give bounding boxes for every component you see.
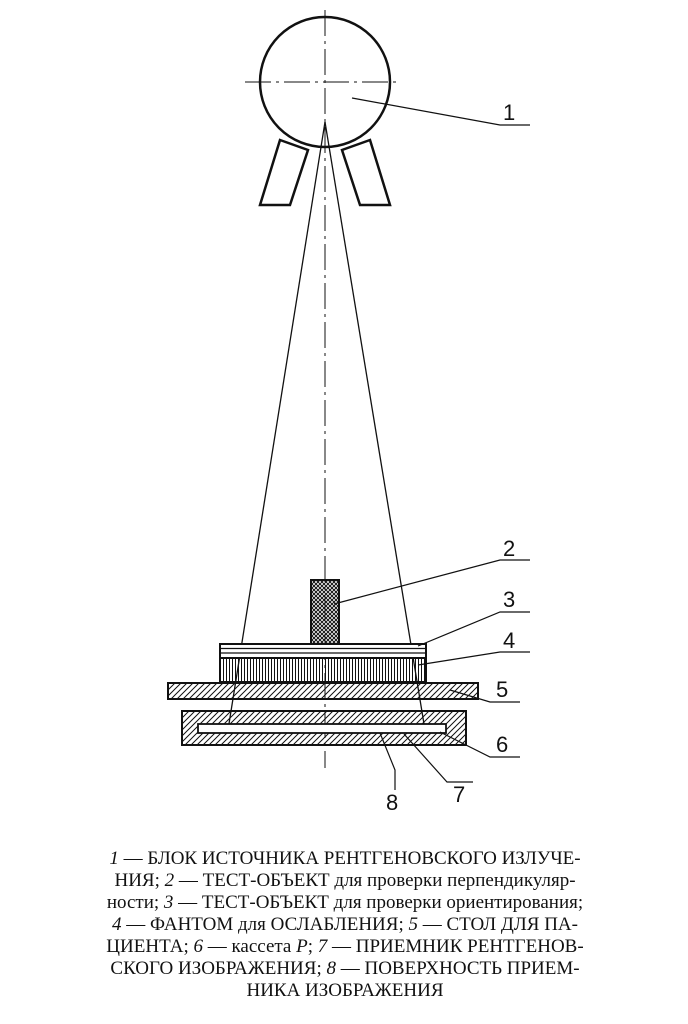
caption-text: — СТОЛ ДЛЯ ПА- bbox=[417, 914, 578, 935]
caption-line: НИКА ИЗОБРАЖЕНИЯ bbox=[30, 980, 660, 1002]
caption-text: — ФАНТОМ для ОСЛАБЛЕНИЯ; bbox=[121, 914, 409, 935]
caption-numeral: 4 bbox=[112, 914, 122, 935]
caption-line: 4 — ФАНТОМ для ОСЛАБЛЕНИЯ; 5 — СТОЛ ДЛЯ … bbox=[30, 914, 660, 936]
caption-text: СКОГО ИЗОБРАЖЕНИЯ; bbox=[110, 958, 327, 979]
attenuation-phantom bbox=[219, 657, 427, 683]
caption-text: НИКА ИЗОБРАЖЕНИЯ bbox=[246, 980, 444, 1001]
caption-text: ; bbox=[307, 936, 318, 957]
caption-numeral: 2 bbox=[164, 870, 175, 891]
patient-table bbox=[167, 682, 479, 700]
callout-2: 2 bbox=[503, 536, 515, 561]
xray-beam bbox=[227, 121, 426, 731]
callout-numbers: 1 2 3 4 5 6 7 8 bbox=[386, 100, 515, 815]
callout-1: 1 bbox=[503, 100, 515, 125]
orientation-test-object bbox=[219, 643, 427, 659]
caption-numeral: 8 bbox=[326, 958, 336, 979]
perpendicularity-test-object bbox=[310, 579, 340, 645]
caption-line: НИЯ; 2 — ТЕСТ-ОБЪЕКТ для проверки перпен… bbox=[30, 870, 660, 892]
caption-text: ности; bbox=[106, 892, 164, 913]
caption-text: ЦИЕНТА; bbox=[106, 936, 194, 957]
caption-text: — кассета bbox=[202, 936, 297, 957]
caption-text: — ПОВЕРХНОСТЬ ПРИЕМ- bbox=[335, 958, 580, 979]
caption-text: — ПРИЕМНИК РЕНТГЕНОВ- bbox=[327, 936, 584, 957]
caption-numeral: 3 bbox=[163, 892, 174, 913]
cassette-p bbox=[181, 710, 467, 746]
caption-line: 1 — БЛОК ИСТОЧНИКА РЕНТГЕНОВСКОГО ИЗЛУЧЕ… bbox=[30, 848, 660, 870]
caption-line: ности; 3 — ТЕСТ-ОБЪЕКТ для проверки орие… bbox=[30, 892, 660, 914]
caption-numeral: 7 bbox=[317, 936, 328, 957]
caption-numeral: 6 bbox=[193, 936, 203, 957]
caption-line: СКОГО ИЗОБРАЖЕНИЯ; 8 — ПОВЕРХНОСТЬ ПРИЕМ… bbox=[30, 958, 660, 980]
callout-5: 5 bbox=[496, 677, 508, 702]
callout-6: 6 bbox=[496, 732, 508, 757]
image-receptor bbox=[197, 723, 447, 734]
caption-text: — ТЕСТ-ОБЪЕКТ для проверки перпендикуляр… bbox=[174, 870, 576, 891]
caption-text: — ТЕСТ-ОБЪЕКТ для проверки ориентировани… bbox=[173, 892, 584, 913]
callout-4: 4 bbox=[503, 628, 515, 653]
caption-text: НИЯ; bbox=[114, 870, 165, 891]
callout-3: 3 bbox=[503, 587, 515, 612]
caption-numeral: Р bbox=[296, 936, 308, 957]
caption-numeral: 1 bbox=[109, 848, 119, 869]
xray-setup-diagram: 1 2 3 4 5 6 7 8 bbox=[167, 10, 530, 815]
callout-8: 8 bbox=[386, 790, 398, 815]
callout-7: 7 bbox=[453, 782, 465, 807]
caption-text: — БЛОК ИСТОЧНИКА РЕНТГЕНОВСКОГО ИЗЛУЧЕ- bbox=[118, 848, 581, 869]
caption-line: ЦИЕНТА; 6 — кассета Р; 7 — ПРИЕМНИК РЕНТ… bbox=[30, 936, 660, 958]
caption-numeral: 5 bbox=[408, 914, 418, 935]
leader-lines bbox=[333, 97, 530, 790]
xray-source-block bbox=[258, 15, 392, 207]
figure-caption: 1 — БЛОК ИСТОЧНИКА РЕНТГЕНОВСКОГО ИЗЛУЧЕ… bbox=[30, 848, 660, 1002]
